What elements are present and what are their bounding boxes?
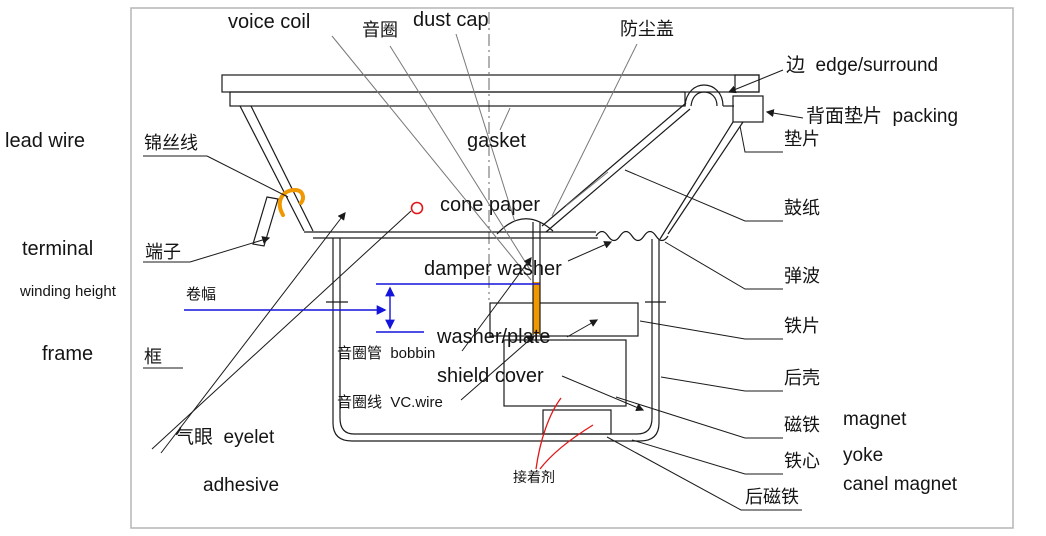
label-magnet-en: magnet — [843, 409, 907, 430]
dust-cap-dome — [496, 218, 554, 235]
label-frame-zh: 框 — [144, 347, 162, 367]
label-voice-coil-en: voice coil — [228, 11, 311, 33]
label-washer-zh: 铁片 — [784, 316, 820, 336]
eyelet-marker-circle — [410, 201, 424, 215]
label-damper-zh: 弹波 — [784, 266, 820, 286]
label-washer-plate-en: washer/plate — [437, 326, 551, 348]
label-adhesive-zh: 接着剂 — [513, 469, 555, 485]
label-cone-paper-zh: 鼓纸 — [784, 198, 820, 218]
label-damper-washer-en: damper washer — [424, 258, 562, 280]
label-winding-height-en: winding height — [20, 283, 116, 300]
leader-lines-black — [143, 69, 804, 511]
label-magnet-zh: 磁铁 — [784, 415, 820, 435]
label-canel-magnet-en: canel magnet — [843, 474, 958, 495]
label-packing: 背面垫片 packing — [806, 106, 959, 127]
washer-plate-hatched — [489, 302, 639, 337]
label-voice-coil-zh: 音圈 — [362, 20, 398, 40]
packing-section-hatched — [732, 95, 764, 123]
lead-wire-curve — [277, 187, 305, 217]
label-adhesive-en: adhesive — [203, 475, 280, 496]
terminal-bracket — [252, 196, 279, 247]
magnet-hatched — [503, 339, 627, 407]
label-yoke-zh: 铁心 — [784, 451, 820, 471]
label-edge-surround: 边 edge/surround — [786, 55, 939, 76]
label-lead-wire-en: lead wire — [5, 130, 86, 152]
label-winding-height-zh: 卷幅 — [186, 286, 217, 303]
gasket-outline — [221, 74, 760, 107]
leader-lines-gray — [331, 33, 638, 281]
label-eyelet: 气眼 eyelet — [175, 427, 275, 448]
label-vc-wire: 音圈线 VC.wire — [337, 394, 443, 411]
adhesive-leaders-red — [535, 397, 594, 470]
label-pad-zh: 垫片 — [784, 129, 820, 149]
winding-height-dimension-blue — [184, 283, 540, 333]
label-gasket-en: gasket — [467, 130, 526, 152]
surround-edge-outline — [684, 84, 734, 107]
frame-basket-outline — [239, 105, 744, 302]
label-terminal-zh: 端子 — [145, 242, 181, 262]
label-frame-en: frame — [42, 343, 94, 365]
label-dust-cap-en: dust cap — [413, 9, 489, 31]
label-terminal-en: terminal — [22, 238, 94, 260]
label-yoke-en: yoke — [843, 445, 884, 466]
damper-wave — [595, 230, 669, 242]
label-rear-magnet-zh: 后磁铁 — [745, 487, 799, 507]
label-bobbin: 音圈管 bobbin — [337, 345, 436, 362]
label-shield-cover-en: shield cover — [437, 365, 544, 387]
label-dust-cap-zh: 防尘盖 — [620, 19, 674, 39]
label-lead-wire-zh: 锦丝线 — [144, 133, 198, 153]
bobbin-voice-coil — [532, 222, 541, 335]
label-shield-cover-zh: 后壳 — [784, 368, 820, 388]
label-cone-paper-en: cone paper — [440, 194, 541, 216]
rear-magnet-hatched — [542, 409, 612, 435]
shield-cover-cup — [326, 301, 666, 442]
